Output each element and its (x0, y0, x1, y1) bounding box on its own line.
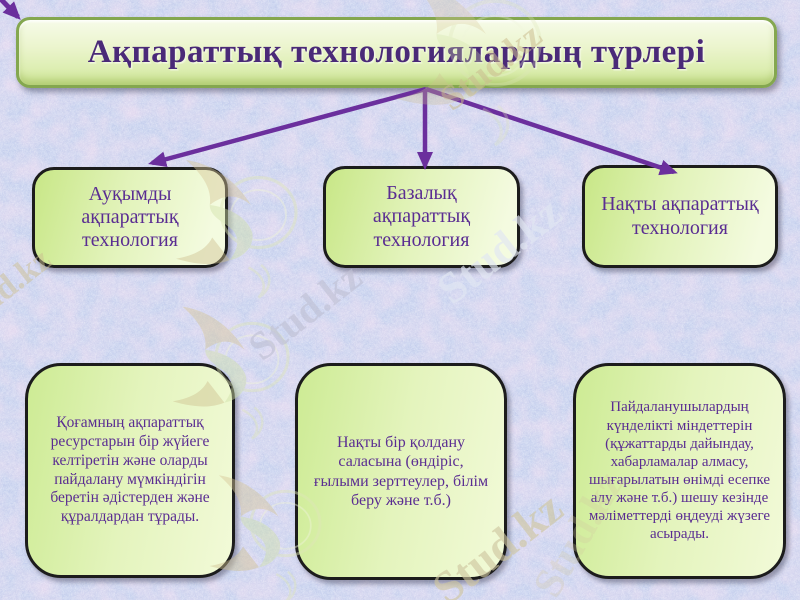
hummingbird-logo-icon (208, 473, 322, 600)
hummingbird-logo-icon (394, 0, 542, 147)
description-box-middle: Нақты бір қолдану саласына (өндіріс, ғыл… (295, 363, 507, 580)
hummingbird-logo-icon (174, 158, 298, 300)
description-text: Пайдаланушылардың күнделікті міндеттерін… (588, 399, 771, 543)
description-text: Қоғамның ақпараттық ресурстарын бір жүйе… (50, 413, 210, 526)
type-box-specific: Нақты ақпараттық технология (582, 165, 778, 268)
corner-arrow-icon (0, 0, 21, 20)
watermark-text: Stud.kz (423, 482, 572, 600)
watermark-text: Stud.kz (525, 464, 633, 600)
description-box-left: Қоғамның ақпараттық ресурстарын бір жүйе… (25, 363, 235, 578)
type-box-global: Ауқымды ақпараттық технология (32, 167, 228, 268)
description-text: Нақты бір қолдану саласына (өндіріс, ғыл… (313, 434, 489, 509)
watermark-text: Stud.kz (428, 187, 571, 314)
watermark-text: Stud.kz (240, 254, 370, 370)
title-box: Ақпараттық технологиялардың түрлері (16, 17, 777, 88)
type-label: Нақты ақпараттық технология (601, 193, 759, 239)
watermark-text: Stud.kz (0, 241, 58, 338)
arrow-to-specific (425, 86, 678, 176)
type-label: Базалық ақпараттық технология (372, 182, 471, 251)
description-box-right: Пайдаланушылардың күнделікті міндеттерін… (573, 363, 786, 579)
type-label: Ауқымды ақпараттық технология (81, 182, 179, 252)
hummingbird-logo-icon (171, 305, 290, 441)
page-title: Ақпараттық технологиялардың түрлері (87, 34, 706, 70)
arrow-to-global (148, 86, 427, 168)
watermark-text: Stud.kz (432, 15, 549, 119)
type-box-basic: Базалық ақпараттық технология (323, 166, 520, 268)
